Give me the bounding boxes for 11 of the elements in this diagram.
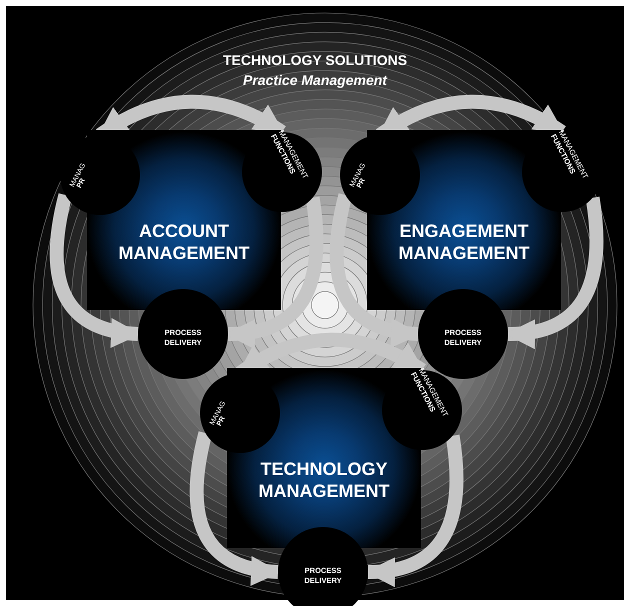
curved-arrow [50,193,141,346]
module-title: ENGAGEMENT MANAGEMENT [398,220,530,264]
curved-arrow [505,196,604,348]
module-title: TECHNOLOGY MANAGEMENT [258,458,390,502]
curved-arrow [190,431,281,584]
subtitle: Practice Management [242,72,388,88]
curved-arrow [365,434,464,586]
curved-arrow [330,193,421,346]
module-title: ACCOUNT MANAGEMENT [118,220,250,264]
curved-arrow [225,196,324,348]
title: TECHNOLOGY SOLUTIONS [222,52,408,68]
